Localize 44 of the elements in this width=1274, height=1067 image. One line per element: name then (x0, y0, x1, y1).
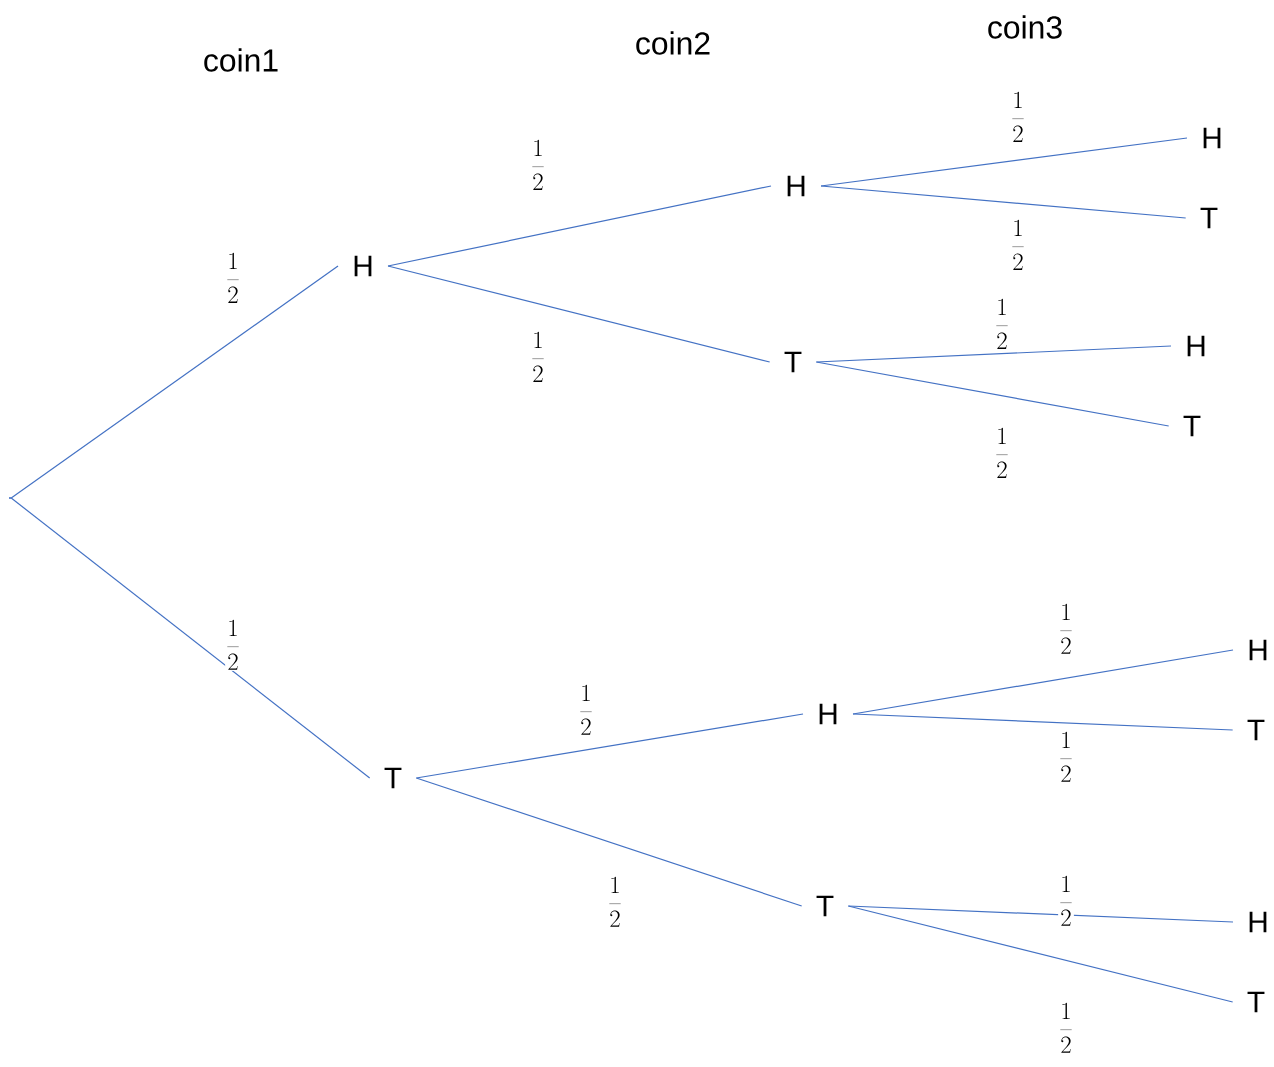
branch-line (847, 905, 1234, 923)
probability-label: $\frac{1}{2}$ (1058, 731, 1074, 783)
probability-label: $\frac{1}{2}$ (578, 684, 594, 736)
branch-line (387, 265, 771, 363)
probability-label: $\frac{1}{2}$ (225, 619, 241, 671)
branch-line (820, 137, 1188, 187)
outcome-label: H (787, 175, 805, 197)
branch-line (815, 345, 1172, 363)
outcome-label: H (1249, 911, 1267, 933)
branch-line (415, 713, 804, 779)
outcome-label: T (1247, 719, 1265, 741)
outcome-label: T (384, 767, 402, 789)
outcome-label: T (816, 895, 834, 917)
branch-line (815, 361, 1170, 427)
branch-line (387, 185, 772, 267)
branch-line (10, 497, 371, 779)
outcome-label: T (1183, 415, 1201, 437)
outcome-label: T (784, 351, 802, 373)
probability-label: $\frac{1}{2}$ (1058, 1002, 1074, 1054)
probability-label: $\frac{1}{2}$ (1010, 91, 1026, 143)
outcome-label: H (354, 255, 372, 277)
column-heading: coin3 (988, 15, 1062, 39)
probability-label: $\frac{1}{2}$ (994, 427, 1010, 479)
outcome-label: T (1200, 207, 1218, 229)
branch-line (820, 185, 1187, 219)
probability-label: $\frac{1}{2}$ (1010, 219, 1026, 271)
branch-line (415, 777, 803, 907)
probability-label: $\frac{1}{2}$ (530, 139, 546, 191)
column-heading: coin2 (636, 31, 710, 55)
probability-label: $\frac{1}{2}$ (1058, 603, 1074, 655)
probability-label: $\frac{1}{2}$ (994, 298, 1010, 350)
probability-label: $\frac{1}{2}$ (225, 252, 241, 304)
probability-label: $\frac{1}{2}$ (530, 331, 546, 383)
branch-line (852, 713, 1234, 731)
branch-line (847, 905, 1234, 1003)
probability-label: $\frac{1}{2}$ (1058, 875, 1074, 927)
column-heading: coin1 (204, 48, 278, 72)
branch-line (10, 265, 339, 499)
probability-label: $\frac{1}{2}$ (607, 876, 623, 928)
outcome-label: H (1203, 127, 1221, 149)
outcome-label: H (1187, 335, 1205, 357)
outcome-label: H (819, 703, 837, 725)
outcome-label: T (1247, 991, 1265, 1013)
outcome-label: H (1249, 639, 1267, 661)
